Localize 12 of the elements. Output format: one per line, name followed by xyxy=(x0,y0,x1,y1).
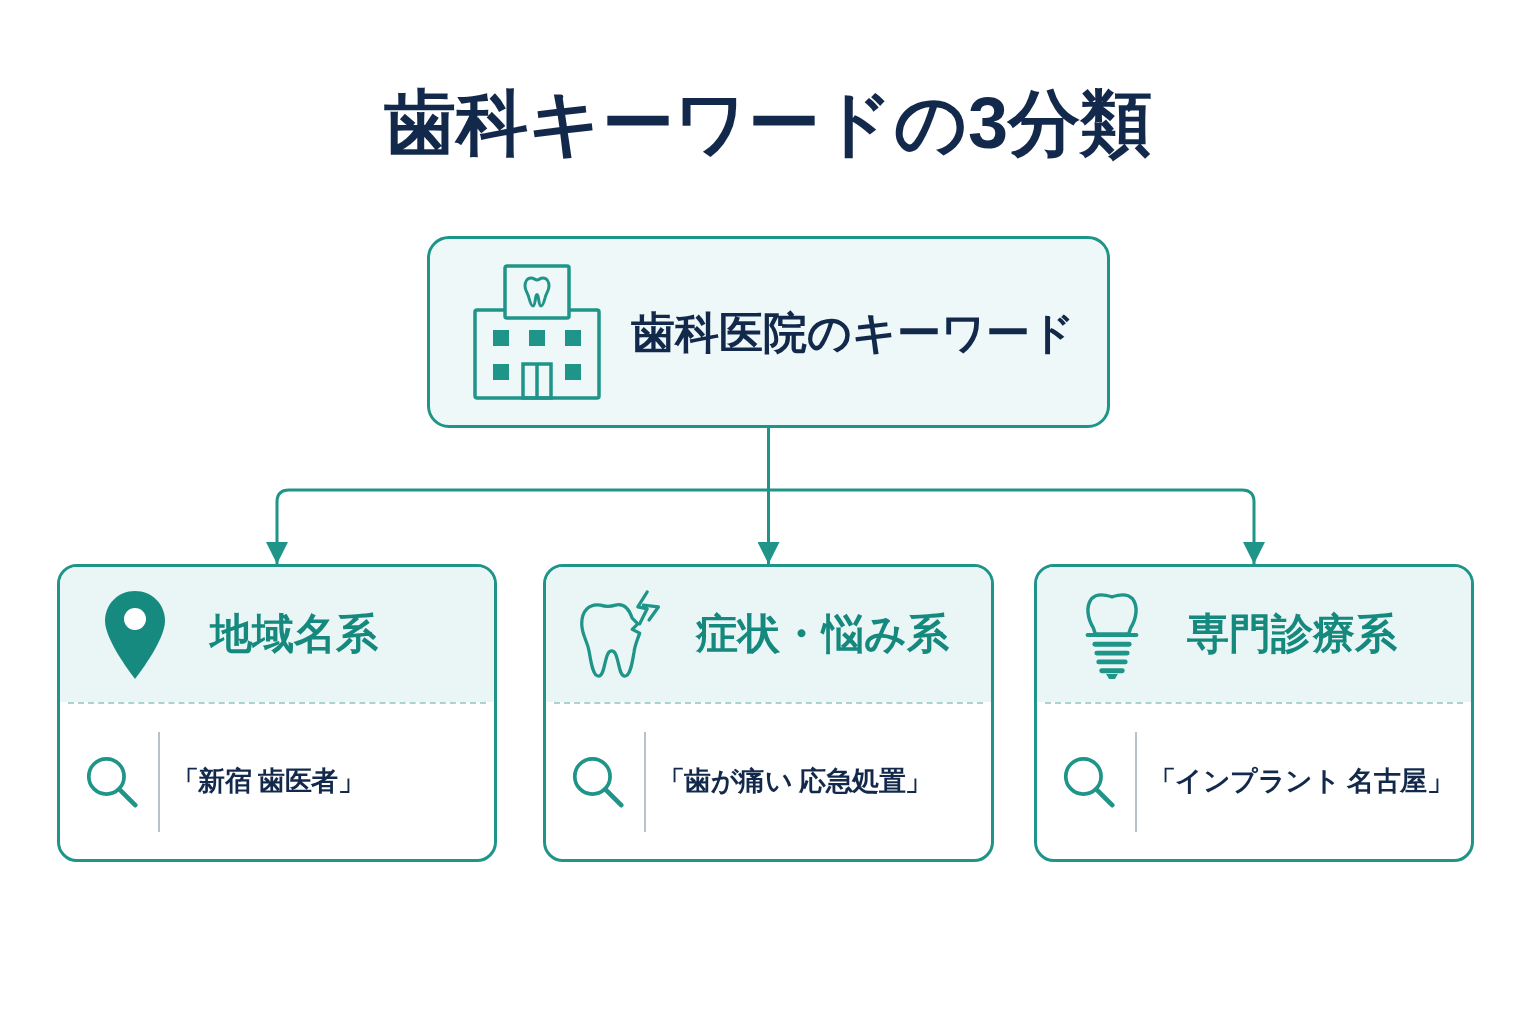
category-heading: 専門診療系 xyxy=(1187,609,1397,660)
category-heading: 地域名系 xyxy=(210,609,378,660)
search-query: 「歯が痛い 応急処置」 xyxy=(658,764,932,798)
category-card xyxy=(57,564,497,862)
category-card xyxy=(1034,564,1474,862)
root-heading: 歯科医院のキーワード xyxy=(631,306,1075,359)
diagram-title: 歯科キーワードの3分類 xyxy=(383,82,1152,165)
search-query: 「新宿 歯医者」 xyxy=(172,764,365,798)
category-card xyxy=(543,564,994,862)
category-root-box xyxy=(427,236,1110,428)
category-heading: 症状・悩み系 xyxy=(696,609,949,660)
search-query: 「インプラント 名古屋」 xyxy=(1149,764,1454,798)
